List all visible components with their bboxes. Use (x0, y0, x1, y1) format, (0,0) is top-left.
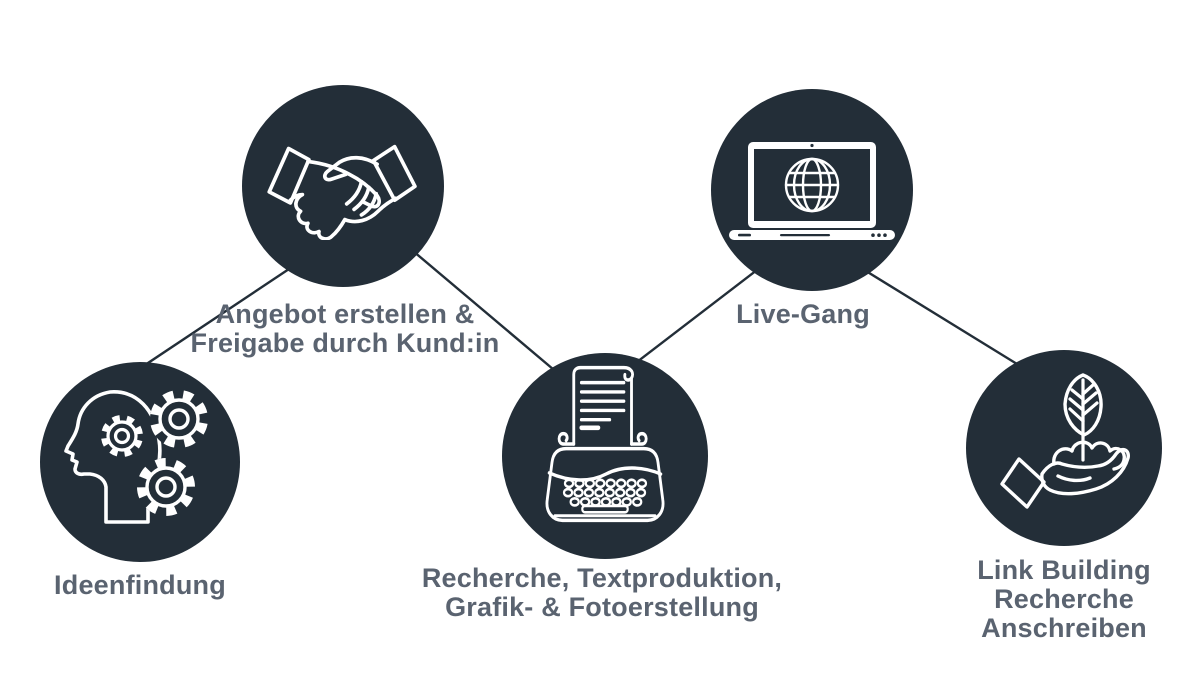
connector-line-4 (839, 253, 1031, 374)
plant-in-hand-icon (1000, 373, 1130, 509)
label-line: Live-Gang (736, 299, 870, 329)
gear-top (150, 390, 208, 448)
node-label-link-building: Link Building Recherche Anschreiben (944, 556, 1184, 643)
node-label-angebot: Angebot erstellen & Freigabe durch Kund:… (170, 300, 520, 358)
label-line: Recherche (994, 584, 1134, 614)
connector-line-3 (619, 259, 771, 376)
laptop-globe-icon (729, 142, 895, 240)
globe-glyph (784, 157, 840, 213)
node-circle-angebot (242, 85, 444, 287)
label-line: Link Building (977, 555, 1151, 585)
node-circle-produktion (502, 353, 708, 559)
label-line: Anschreiben (981, 613, 1147, 643)
gear-bottom (137, 458, 195, 516)
node-label-produktion: Recherche, Textproduktion, Grafik- & Fot… (412, 564, 792, 622)
label-line: Grafik- & Fotoerstellung (445, 592, 759, 622)
node-label-live-gang: Live-Gang (703, 300, 903, 329)
handshake-icon (267, 144, 417, 240)
label-line: Freigabe durch Kund:in (190, 328, 500, 358)
label-line: Angebot erstellen & (215, 299, 475, 329)
node-label-ideenfindung: Ideenfindung (10, 571, 270, 600)
gear-small (101, 415, 143, 457)
connector-line-2 (399, 239, 561, 376)
label-line: Recherche, Textproduktion, (421, 563, 783, 593)
head-gears-icon (64, 390, 208, 524)
label-line: Ideenfindung (54, 570, 226, 600)
node-circle-live-gang (711, 89, 913, 291)
node-circle-ideenfindung (40, 362, 240, 562)
typewriter-keys (562, 478, 648, 507)
node-circle-link-building (966, 350, 1162, 546)
typewriter-icon (545, 365, 665, 523)
